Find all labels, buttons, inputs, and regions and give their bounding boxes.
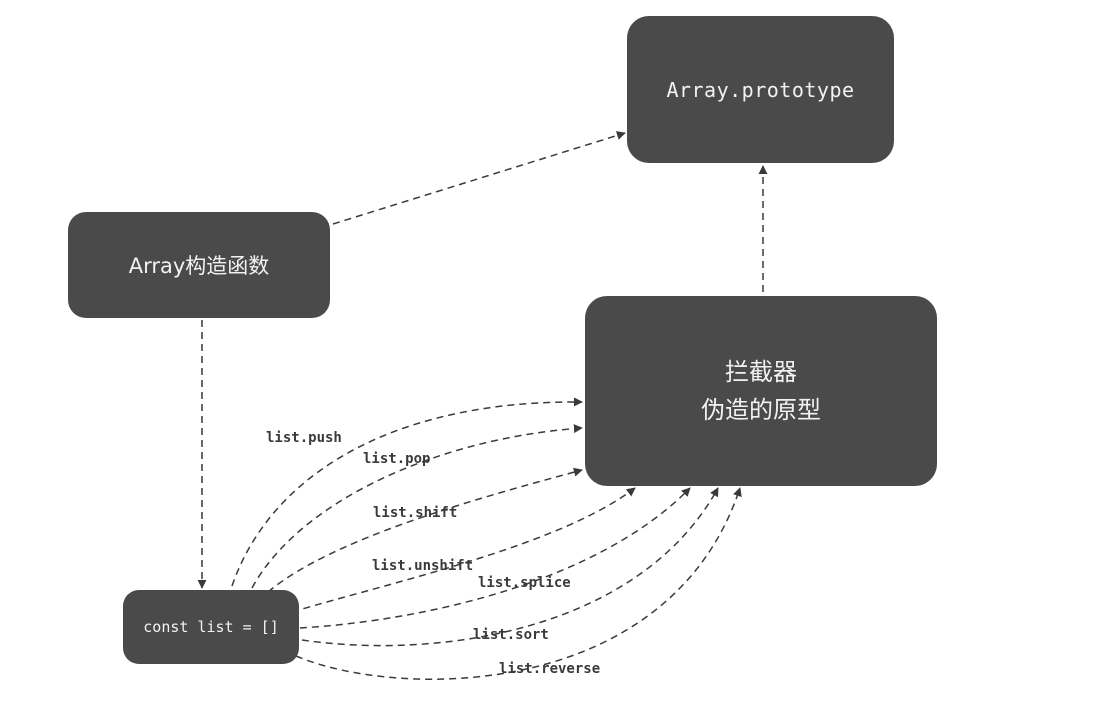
node-const-list: const list = []: [123, 590, 299, 664]
edge-sort: [301, 487, 719, 647]
label-reverse: list.reverse: [499, 661, 600, 677]
node-interceptor: 拦截器 伪造的原型: [585, 296, 937, 486]
node-array-prototype: Array.prototype: [627, 16, 894, 163]
edge-shift: [267, 467, 583, 593]
edge-push: [231, 397, 583, 587]
edge-ctor-to-prototype: [332, 131, 626, 225]
node-const-list-label: const list = []: [143, 618, 279, 636]
label-unshift: list.unshift: [372, 558, 473, 574]
label-sort: list.sort: [473, 627, 549, 643]
node-interceptor-title: 拦截器: [725, 358, 797, 386]
edge-splice: [299, 487, 691, 629]
node-interceptor-subtitle: 伪造的原型: [701, 396, 821, 424]
label-pop: list.pop: [363, 451, 430, 467]
edge-unshift: [291, 487, 636, 613]
node-array-prototype-label: Array.prototype: [666, 77, 855, 102]
label-shift: list.shift: [373, 505, 457, 521]
edge-pop: [251, 424, 583, 589]
node-array-constructor: Array构造函数: [68, 212, 330, 318]
label-push: list.push: [266, 430, 342, 446]
label-splice: list.splice: [478, 575, 571, 591]
node-array-constructor-label: Array构造函数: [128, 254, 270, 278]
